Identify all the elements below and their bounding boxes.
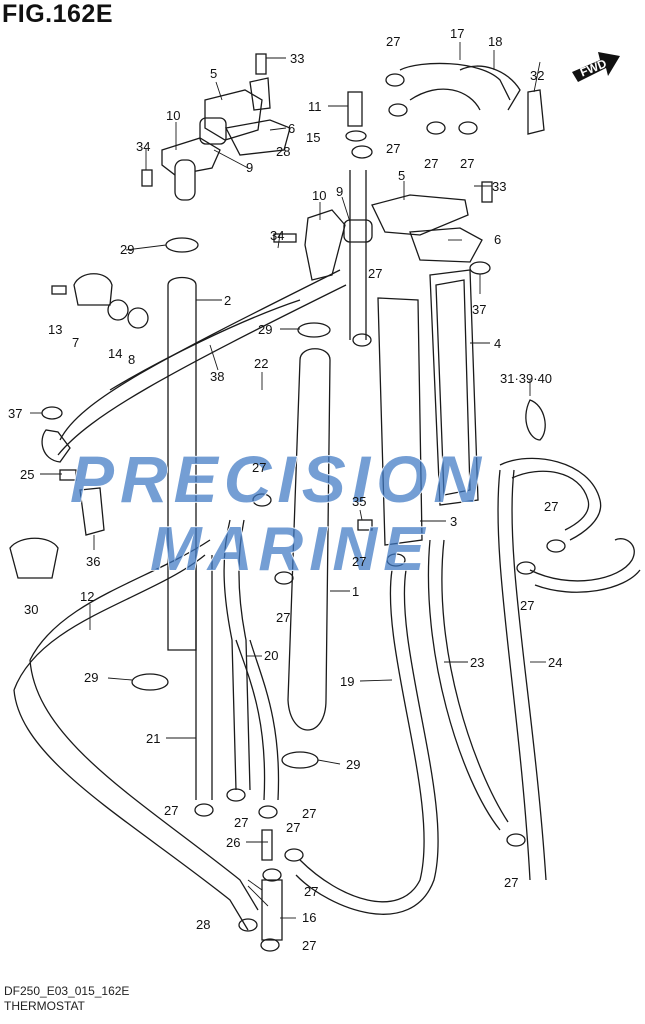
small-parts	[9, 53, 546, 579]
fwd-label: FWD	[578, 56, 609, 79]
callout-27: 27	[544, 499, 558, 514]
callout-15: 15	[306, 130, 320, 145]
callout-33-starboard: 33	[492, 179, 506, 194]
fwd-arrow-icon: FWD	[572, 52, 620, 82]
callout-38: 38	[210, 369, 224, 384]
callout-3: 3	[450, 514, 457, 529]
callout-23: 23	[470, 655, 484, 670]
callout-37-right: 37	[472, 302, 486, 317]
callout-27: 27	[302, 938, 316, 953]
callout-10-starboard: 10	[312, 188, 326, 203]
callout-25: 25	[20, 467, 34, 482]
watermark-line1: PRECISION	[70, 442, 487, 516]
callout-21: 21	[146, 731, 160, 746]
watermark-line2: MARINE	[150, 515, 431, 584]
callout-33-port: 33	[290, 51, 304, 66]
callout-30: 30	[24, 602, 38, 617]
thermostat-housing-starboard	[304, 194, 483, 281]
callout-27: 27	[460, 156, 474, 171]
callout-9-starboard: 9	[336, 184, 343, 199]
callout-12: 12	[80, 589, 94, 604]
callout-2: 2	[224, 293, 231, 308]
callout-27: 27	[304, 884, 318, 899]
callout-27: 27	[520, 598, 534, 613]
callout-27: 27	[352, 554, 366, 569]
callout-27: 27	[386, 141, 400, 156]
callout-14: 14	[108, 346, 122, 361]
callout-28-lower: 28	[196, 917, 210, 932]
callout-17: 17	[450, 26, 464, 41]
figure-name: THERMOSTAT	[4, 999, 85, 1013]
water-jacket-cover	[377, 269, 479, 546]
callout-5-starboard: 5	[398, 168, 405, 183]
figure-title: FIG.162E	[2, 0, 113, 28]
callout-7: 7	[72, 335, 79, 350]
callout-24: 24	[548, 655, 562, 670]
callout-18: 18	[488, 34, 502, 49]
callout-27: 27	[164, 803, 178, 818]
callout-27: 27	[386, 34, 400, 49]
callout-29: 29	[258, 322, 272, 337]
callout-16: 16	[302, 910, 316, 925]
callout-37-left: 37	[8, 406, 22, 421]
callout-8: 8	[128, 352, 135, 367]
callout-labels: 1 2 3 4 5 5 6 6 7 8 9 9 10 10 11 12 13 1…	[8, 26, 562, 953]
callout-1: 1	[352, 584, 359, 599]
callout-29: 29	[346, 757, 360, 772]
callout-10-port: 10	[166, 108, 180, 123]
callout-leaders	[30, 42, 546, 919]
callout-27: 27	[368, 266, 382, 281]
callout-31-39-40: 31·39·40	[500, 371, 552, 386]
callout-32: 32	[530, 68, 544, 83]
thermostat-housing-port	[161, 77, 291, 201]
callout-9-port: 9	[246, 160, 253, 175]
callout-27: 27	[286, 820, 300, 835]
callout-20: 20	[264, 648, 278, 663]
callout-6-starboard: 6	[494, 232, 501, 247]
callout-27: 27	[504, 875, 518, 890]
callout-26: 26	[226, 835, 240, 850]
callout-27: 27	[276, 610, 290, 625]
callout-13: 13	[48, 322, 62, 337]
drawing-code: DF250_E03_015_162E	[4, 984, 130, 998]
callout-27: 27	[424, 156, 438, 171]
callout-4: 4	[494, 336, 501, 351]
callout-11: 11	[308, 99, 322, 114]
callout-22: 22	[254, 356, 268, 371]
callout-35: 35	[352, 494, 366, 509]
callout-27: 27	[234, 815, 248, 830]
callout-27: 27	[302, 806, 316, 821]
callout-29: 29	[120, 242, 134, 257]
callout-36: 36	[86, 554, 100, 569]
callout-27: 27	[252, 460, 266, 475]
hose-group	[13, 62, 641, 941]
callout-6-port: 6	[288, 121, 295, 136]
callout-5-port: 5	[210, 66, 217, 81]
callout-29: 29	[84, 670, 98, 685]
callout-34-starboard: 34	[270, 228, 284, 243]
callout-19: 19	[340, 674, 354, 689]
callout-28-upper: 28	[276, 144, 290, 159]
callout-34-port: 34	[136, 139, 150, 154]
